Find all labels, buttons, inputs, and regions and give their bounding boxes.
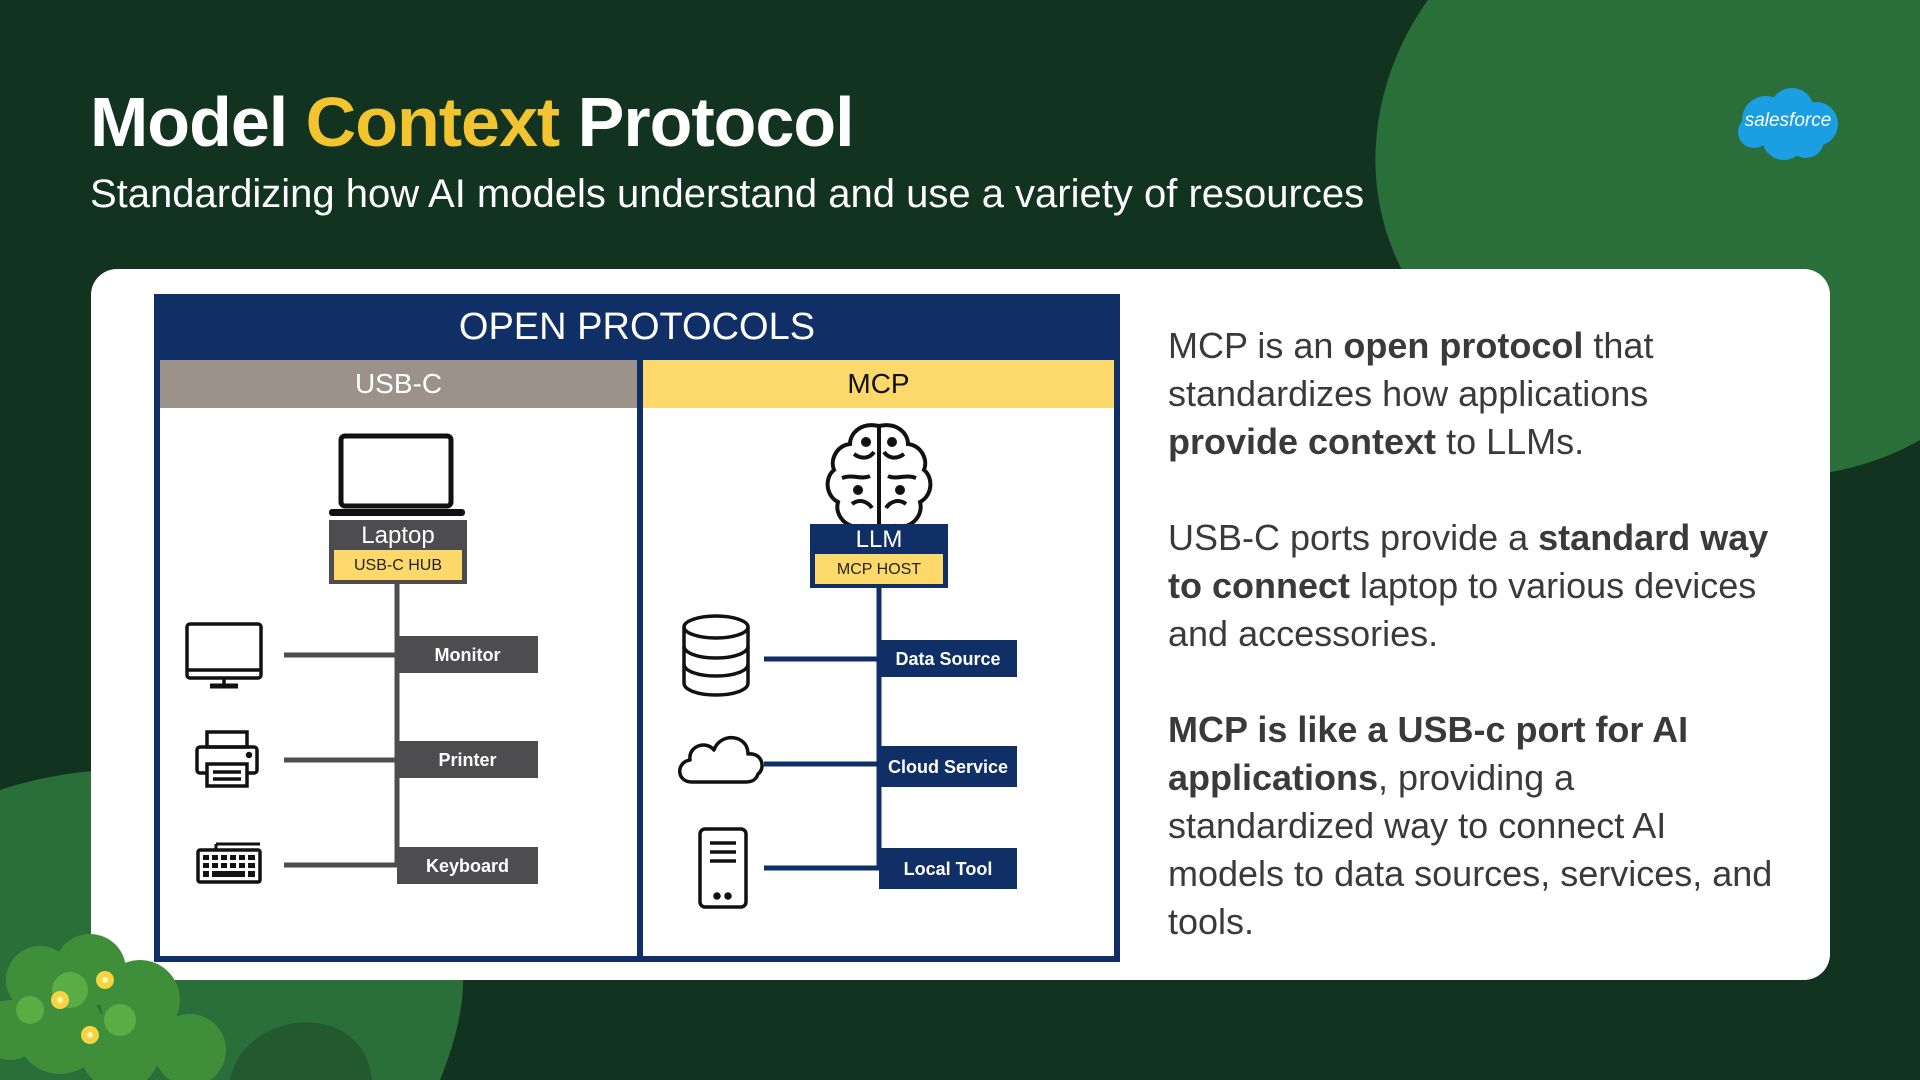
decorative-plant-icon	[0, 934, 226, 1080]
usbc-column-header	[160, 360, 637, 408]
description-paragraph-3: MCP is like a USB-c port for AI applicat…	[1168, 709, 1773, 942]
title-part-protocol: Protocol	[559, 83, 855, 161]
open-protocols-diagram: OPEN PROTOCOLS USB-C MCP Laptop USB-C HU…	[154, 294, 1120, 962]
data-source-label: Data Source	[895, 649, 1001, 669]
local-tool-box	[879, 848, 1017, 889]
mcp-column-label: MCP	[847, 368, 910, 399]
keyboard-icon	[196, 842, 262, 884]
data-source-box	[879, 640, 1017, 677]
title-part-model: Model	[90, 83, 306, 161]
printer-box	[397, 741, 538, 778]
description-paragraph-1: MCP is an open protocol that standardize…	[1168, 325, 1654, 462]
salesforce-logo: salesforce	[1736, 86, 1840, 162]
diagram-header: OPEN PROTOCOLS	[458, 306, 816, 348]
usbc-hub-label: USB-C HUB	[353, 557, 442, 574]
slide-subtitle: Standardizing how AI models understand a…	[90, 172, 1365, 216]
slide-title: Model Context Protocol	[90, 82, 855, 162]
laptop-label: Laptop	[361, 522, 435, 549]
cloud-service-box	[879, 746, 1017, 787]
usbc-column-label: USB-C	[354, 368, 443, 399]
description-paragraph-2: USB-C ports provide a standard way to co…	[1168, 517, 1769, 654]
cloud-icon	[678, 735, 764, 784]
mcp-column-header	[643, 360, 1114, 408]
cloud-logo-icon	[1738, 88, 1838, 160]
mcp-host-label: MCP HOST	[836, 561, 922, 578]
monitor-box	[397, 636, 538, 673]
monitor-label: Monitor	[434, 645, 501, 665]
llm-label: LLM	[855, 526, 903, 553]
logo-text: salesforce	[1744, 110, 1832, 131]
cloud-service-label: Cloud Service	[887, 757, 1009, 777]
keyboard-box	[397, 847, 538, 884]
keyboard-label: Keyboard	[425, 856, 510, 876]
printer-icon	[195, 730, 259, 788]
printer-label: Printer	[438, 750, 497, 770]
mcp-host-tag	[815, 554, 943, 584]
local-tool-label: Local Tool	[903, 859, 993, 879]
diagram-graphics	[154, 294, 1120, 962]
description-text: MCP is an open protocol that standardize…	[1168, 322, 1788, 994]
title-accent-context: Context	[305, 83, 561, 161]
database-icon	[682, 614, 750, 697]
laptop-icon	[329, 433, 465, 516]
monitor-icon	[185, 622, 263, 689]
server-icon	[698, 827, 748, 909]
usbc-hub-tag	[334, 550, 462, 580]
